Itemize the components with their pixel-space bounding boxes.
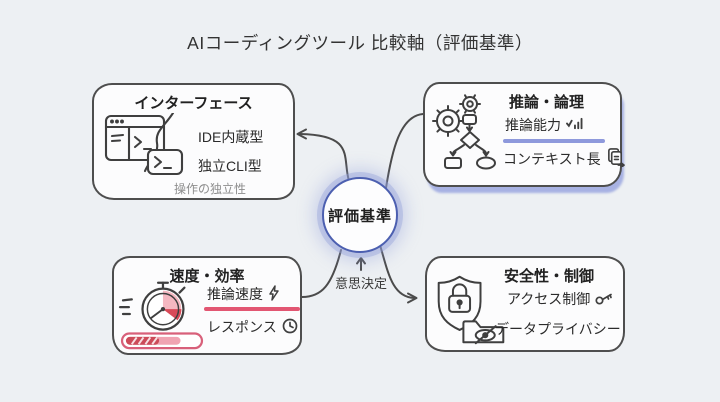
item-reasoning-ability: 推論能力 <box>505 115 583 135</box>
gears-flowchart-icon <box>430 92 500 183</box>
stopwatch-progress-icon <box>118 275 206 357</box>
box-speed-title: 速度・効率 <box>169 268 245 285</box>
item-reasoning-ability-label: 推論能力 <box>505 117 561 133</box>
item-standalone-cli-label: 独立CLI型 <box>198 158 262 174</box>
box-reasoning: 推論・論理 <box>423 82 625 187</box>
shield-lock-folder-icon <box>433 272 509 353</box>
center-criteria-node: 評価基準 <box>322 177 398 253</box>
note-operation-independence: 操作の独立性 <box>174 182 247 196</box>
item-access-control: アクセス制御 <box>507 289 613 309</box>
blue-underline <box>503 139 605 143</box>
box-speed: 速度・効率 <box>112 256 302 355</box>
item-access-control-label: アクセス制御 <box>507 291 591 307</box>
decision-annotation: 意思決定 <box>334 276 387 291</box>
item-data-privacy: データプライバシー <box>495 319 621 339</box>
clock-icon <box>282 318 298 337</box>
connector-reasoning-to-center <box>385 113 424 189</box>
item-context-length-label: コンテキスト長 <box>503 151 601 167</box>
red-underline <box>204 307 300 311</box>
item-ide-built-in: IDE内蔵型 <box>198 127 263 147</box>
connector-center-to-interface <box>299 133 350 182</box>
connector-speed-to-center <box>301 249 342 298</box>
arrowhead-left-icon <box>296 128 307 140</box>
box-interface: インターフェース <box>92 83 295 200</box>
item-response-label: レスポンス <box>207 319 277 335</box>
box-interface-title: インターフェース <box>134 95 253 112</box>
key-icon <box>595 291 613 308</box>
item-context-length: コンテキスト長 <box>503 148 625 170</box>
center-criteria-label: 評価基準 <box>327 207 392 225</box>
box-reasoning-title: 推論・論理 <box>508 94 584 111</box>
item-standalone-cli: 独立CLI型 <box>198 156 262 176</box>
lightning-bolt-icon <box>268 284 280 304</box>
box-safety: 安全性・制御 アクセス制御 <box>425 256 625 352</box>
item-data-privacy-label: データプライバシー <box>495 321 621 337</box>
page-title: AIコーディングツール 比較軸（評価基準） <box>187 33 533 53</box>
item-ide-built-in-label: IDE内蔵型 <box>198 129 264 145</box>
arrowhead-right-icon <box>407 292 418 304</box>
ide-terminal-windows-icon <box>102 111 186 182</box>
item-inference-speed: 推論速度 <box>207 284 280 304</box>
ascending-bars-icon <box>566 116 583 134</box>
document-export-icon <box>606 148 625 170</box>
item-response: レスポンス <box>207 317 298 337</box>
connector-center-to-safety <box>379 244 415 299</box>
box-safety-title: 安全性・制御 <box>503 268 594 285</box>
item-inference-speed-label: 推論速度 <box>207 286 263 302</box>
